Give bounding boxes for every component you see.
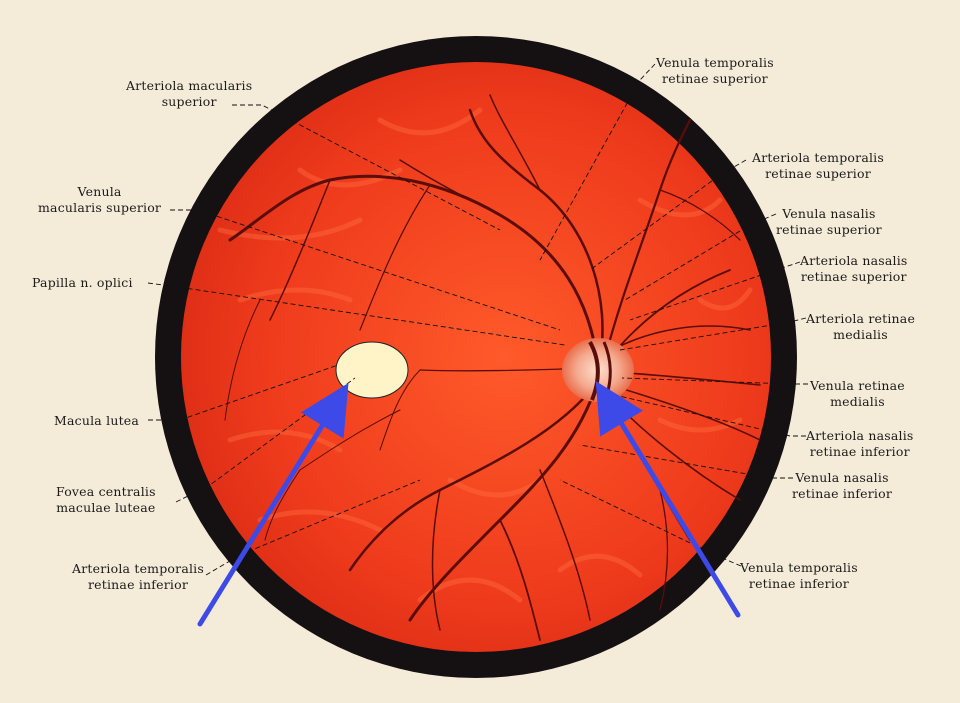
label-line: Arteriola macularis [126, 78, 253, 93]
label-papilla: Papilla n. oplici [32, 275, 133, 291]
macula-lutea-spot [335, 341, 409, 399]
arrow-to-macula [197, 382, 349, 627]
label-line: Fovea centralis [56, 484, 156, 499]
label-macula-lutea: Macula lutea [54, 413, 139, 429]
label-line: retinae inferior [748, 576, 849, 591]
choroid-texture [217, 107, 753, 603]
label-arteriola-temporalis-superior: Arteriola temporalis retinae superior [752, 150, 884, 182]
label-line: Arteriola temporalis [72, 561, 204, 576]
label-line: Papilla n. oplici [32, 275, 133, 290]
label-venula-nasalis-inferior: Venula nasalis retinae inferior [792, 470, 892, 502]
fundus-field [181, 62, 771, 652]
label-line: macularis superior [38, 200, 162, 215]
label-arteriola-nasalis-inferior: Arteriola nasalis retinae inferior [806, 428, 914, 460]
label-venula-nasalis-superior: Venula nasalis retinae superior [776, 206, 882, 238]
disc-vessel [588, 341, 600, 401]
label-line: retinae inferior [792, 486, 893, 501]
label-line: Venula temporalis [740, 560, 858, 575]
label-arteriola-nasalis-superior: Arteriola nasalis retinae superior [800, 253, 908, 285]
label-line: retinae superior [662, 71, 768, 86]
retinal-vessels [224, 94, 761, 641]
leader-lines [147, 63, 808, 576]
label-line: Arteriola nasalis [806, 428, 914, 443]
label-line: retinae inferior [87, 577, 188, 592]
label-line: Arteriola retinae [806, 311, 916, 326]
annotation-arrows [197, 380, 741, 627]
label-arteriola-temporalis-inferior: Arteriola temporalis retinae inferior [72, 561, 204, 593]
arrow-to-optic-disc [595, 380, 741, 618]
label-venula-macularis-superior: Venula macularis superior [38, 184, 161, 216]
label-line: retinae inferior [809, 444, 910, 459]
label-venula-temporalis-superior: Venula temporalis retinae superior [656, 55, 774, 87]
label-line: retinae superior [776, 222, 882, 237]
label-venula-medialis: Venula retinae medialis [810, 378, 905, 410]
label-line: maculae luteae [56, 500, 156, 515]
label-arteriola-medialis: Arteriola retinae medialis [806, 311, 915, 343]
label-line: Venula temporalis [656, 55, 774, 70]
label-venula-temporalis-inferior: Venula temporalis retinae inferior [740, 560, 858, 592]
label-line: Venula [77, 184, 122, 199]
label-line: retinae superior [800, 269, 907, 284]
label-line: Macula lutea [54, 413, 140, 428]
label-line: medialis [830, 394, 885, 409]
label-line: Venula retinae [810, 378, 905, 393]
label-fovea-centralis: Fovea centralis maculae luteae [56, 484, 156, 516]
label-line: retinae superior [765, 166, 871, 181]
label-line: Arteriola nasalis [800, 253, 908, 268]
label-arteriola-macularis-superior: Arteriola macularis superior [126, 78, 252, 110]
label-line: Venula nasalis [782, 206, 876, 221]
label-line: superior [161, 94, 217, 109]
label-line: medialis [833, 327, 888, 342]
label-line: Arteriola temporalis [752, 150, 884, 165]
label-line: Venula nasalis [795, 470, 889, 485]
